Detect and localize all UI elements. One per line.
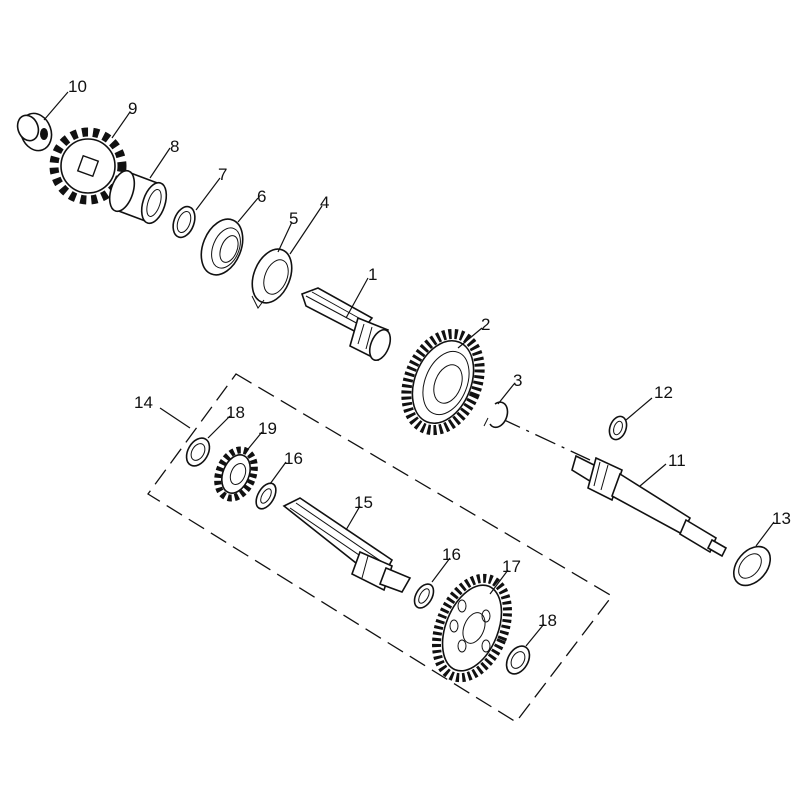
bearing-part-13 (732, 545, 772, 587)
lock-plate-part (251, 248, 293, 309)
washer-part-lower (505, 645, 531, 675)
assembly-axis-line (499, 417, 591, 461)
callout-2: 2 (481, 315, 490, 334)
callout-7: 7 (218, 165, 227, 184)
callout-17: 17 (502, 557, 521, 576)
large-gear-part (401, 328, 485, 436)
callout-leaders (43, 91, 775, 647)
input-shaft-part (571, 454, 728, 558)
sprocket-part (49, 127, 127, 205)
callout-6: 6 (257, 187, 266, 206)
callout-3: 3 (513, 371, 522, 390)
callout-labels: 10 9 8 7 6 5 4 1 2 3 12 11 13 14 18 19 1… (68, 77, 791, 630)
washer-part-upper (185, 437, 211, 467)
callout-9: 9 (128, 99, 137, 118)
oil-seal-part (200, 218, 244, 276)
callout-14: 14 (134, 393, 153, 412)
callout-13: 13 (772, 509, 791, 528)
output-shaft-part (300, 287, 392, 362)
callout-16-upper: 16 (284, 449, 303, 468)
callout-1: 1 (368, 265, 377, 284)
callout-8: 8 (170, 137, 179, 156)
circlip-part-12 (608, 415, 628, 441)
countershaft-part (282, 497, 412, 593)
callout-10: 10 (68, 77, 87, 96)
callout-15: 15 (354, 493, 373, 512)
flange-nut-part (16, 112, 53, 152)
circlip-part (483, 401, 509, 429)
callout-4: 4 (320, 193, 329, 212)
callout-18-lower: 18 (538, 611, 557, 630)
callout-18-upper: 18 (226, 403, 245, 422)
subassembly-group-box (147, 373, 613, 723)
callout-19: 19 (258, 419, 277, 438)
callout-16-lower: 16 (442, 545, 461, 564)
o-ring-part (172, 205, 196, 239)
callout-5: 5 (289, 209, 298, 228)
callout-11: 11 (668, 451, 686, 470)
driven-gear-part (432, 573, 512, 683)
small-gear-part (214, 446, 258, 502)
circlip-part-16-lower (413, 583, 435, 609)
bushing-sleeve-part (108, 169, 168, 225)
circlip-part-16-upper (255, 482, 277, 510)
callout-12: 12 (654, 383, 673, 402)
